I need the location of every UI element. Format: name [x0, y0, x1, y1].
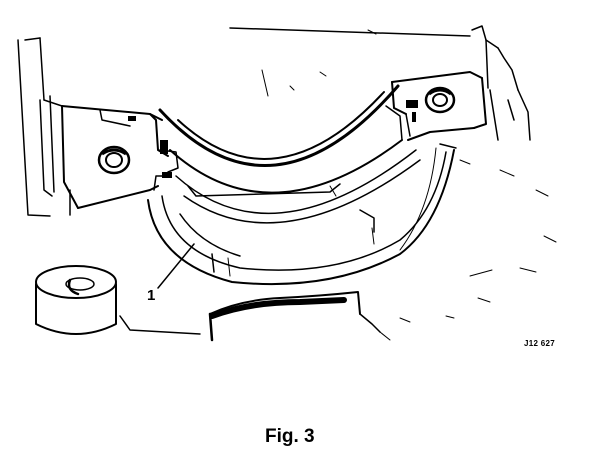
upper-bearing-shell — [158, 84, 421, 233]
figure-reference-code: J12 627 — [524, 339, 556, 348]
lower-block-edge — [119, 291, 391, 342]
left-bolt-hole — [97, 145, 131, 175]
left-cap-flange — [61, 105, 179, 209]
callout-label-1: 1 — [147, 287, 156, 304]
engine-block-outline — [17, 25, 531, 217]
sketch-hatching — [261, 29, 557, 323]
right-cap-flange — [391, 71, 487, 141]
figure-caption: Fig. 3 — [265, 426, 315, 447]
callout-leader-line — [157, 243, 195, 289]
right-bolt-hole — [424, 86, 456, 114]
main-bearing-cap — [147, 143, 457, 286]
left-cylindrical-boss — [35, 265, 117, 335]
